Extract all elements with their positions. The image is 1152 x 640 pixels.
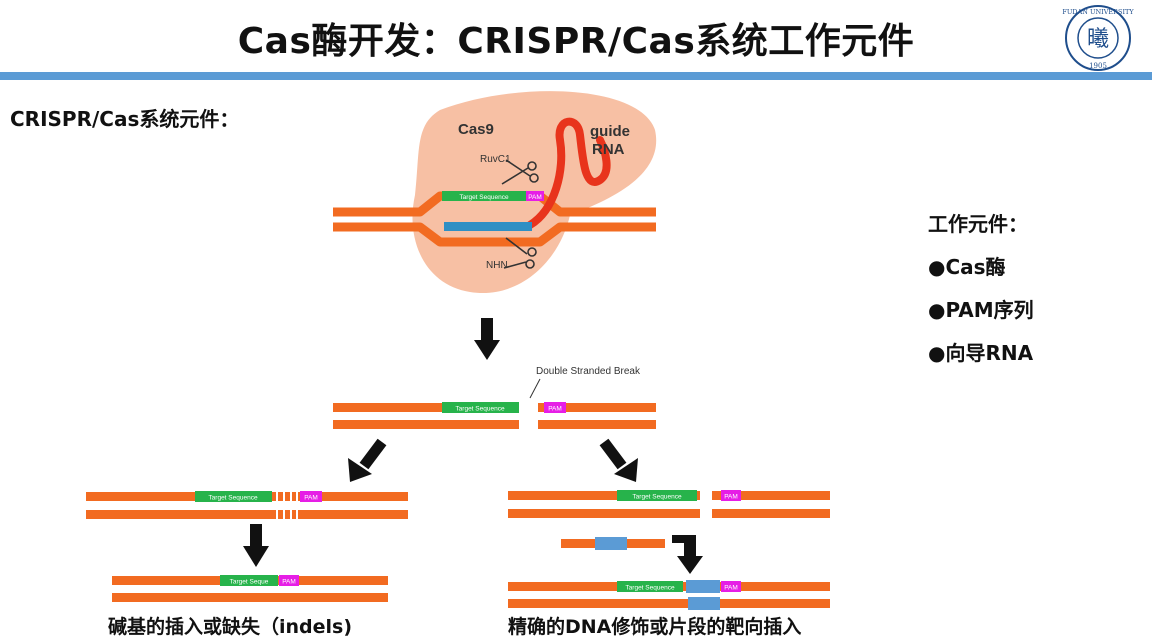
logo-year: 1905 (1089, 62, 1107, 70)
pam-box (721, 490, 741, 501)
pam-box (721, 581, 741, 592)
hdr-bottom-right-strand (712, 509, 830, 518)
dsb-top-left-strand (333, 403, 519, 412)
indel-result-bottom-strand (112, 593, 388, 602)
target-sequence-box (617, 581, 683, 592)
target-sequence-label: Target Sequence (455, 406, 505, 413)
cas9-label: Cas9 (458, 121, 494, 138)
target-sequence-box (442, 402, 519, 413)
pam-label: PAM (304, 495, 318, 502)
guide-rna (526, 117, 611, 229)
logo-university-name: FUDAN UNIVERSITY (1062, 8, 1134, 16)
scissors-icon-nhn (503, 237, 537, 269)
target-sequence-label: Target Sequence (625, 585, 675, 592)
logo-glyph: 曦 (1087, 27, 1109, 52)
target-sequence-box (195, 491, 272, 502)
target-sequence-label: Target Sequence (459, 194, 509, 201)
pam-box (300, 491, 322, 502)
work-parts-panel: 工作元件： ●Cas酶 ●PAM序列 ●向导RNA (928, 208, 1034, 380)
rna-label: RNA (592, 141, 625, 158)
hdr-top-right-strand (712, 491, 830, 500)
scissors-icon-ruvc1 (501, 159, 539, 185)
arrow-down-icon (474, 318, 500, 360)
hdr-bottom-left-strand (508, 509, 700, 518)
target-sequence-truncated-label: Target Seque (230, 579, 269, 586)
inserted-fragment-bottom (688, 597, 720, 610)
indel-gap-marks (276, 490, 298, 521)
work-part-item: ●向导RNA (928, 341, 1034, 365)
ruvc1-label: RuvC1 (480, 154, 511, 165)
break-pointer (529, 378, 541, 399)
arrow-down-right-icon (599, 438, 638, 482)
arrow-down-left-icon (348, 438, 387, 482)
dna-bottom-strand (333, 222, 656, 247)
pam-box (544, 402, 566, 413)
arrow-down-icon (243, 524, 269, 567)
fudan-university-logo: 曦 FUDAN UNIVERSITY 1905 (1062, 5, 1134, 71)
dsb-bottom-right-strand (538, 420, 656, 429)
double-stranded-break-label: Double Stranded Break (536, 366, 641, 377)
work-parts-heading: 工作元件： (928, 212, 1028, 236)
arrow-down-icon (672, 535, 703, 574)
page-title: Cas酶开发：CRISPR/Cas系统工作元件 (237, 21, 915, 62)
target-sequence-box (220, 575, 278, 586)
guide-blue-segment (444, 222, 532, 231)
work-part-item: ●Cas酶 (928, 255, 1006, 279)
target-sequence-label: Target Sequence (632, 494, 682, 501)
indel-caption: 碱基的插入或缺失（indels) (108, 616, 353, 638)
guide-label: guide (590, 123, 630, 140)
pam-label: PAM (724, 494, 738, 501)
title-divider (0, 72, 1152, 80)
pam-label: PAM (548, 406, 562, 413)
section-heading: CRISPR/Cas系统元件： (10, 107, 240, 131)
pam-label: PAM (528, 194, 542, 201)
target-sequence-box (617, 490, 697, 501)
dsb-bottom-left-strand (333, 420, 519, 429)
pam-label: PAM (282, 579, 296, 586)
pam-label: PAM (724, 585, 738, 592)
dsb-top-right-strand (538, 403, 656, 412)
pam-box (526, 191, 544, 201)
work-part-item: ●PAM序列 (928, 298, 1034, 322)
inserted-fragment-top (686, 580, 720, 593)
hdr-caption: 精确的DNA修饰或片段的靶向插入 (508, 616, 802, 638)
hdr-top-left-strand (508, 491, 700, 500)
hdr-result-bottom-strand (508, 599, 830, 608)
indel-bottom-strand (86, 510, 408, 519)
pam-box (279, 575, 299, 586)
donor-insert (595, 537, 627, 550)
target-sequence-label: Target Sequence (208, 495, 258, 502)
target-sequence-box (442, 191, 526, 201)
nhn-label: NHN (486, 260, 508, 271)
